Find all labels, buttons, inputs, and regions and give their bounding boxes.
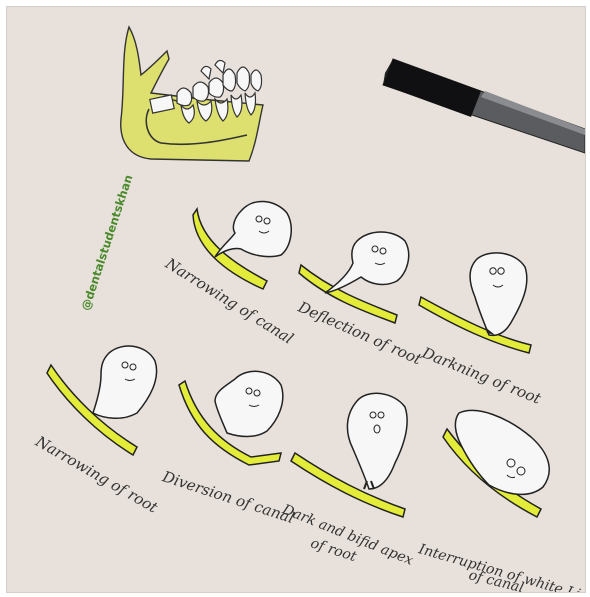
tooth-bifid-apex bbox=[291, 393, 407, 517]
jaw-illustration bbox=[121, 27, 263, 161]
drawing-canvas: @dentalstudentskhan Narrowing of canal D… bbox=[6, 6, 586, 593]
tooth-narrowing-of-root bbox=[47, 346, 157, 455]
tooth-interruption-of-white-line bbox=[443, 410, 549, 517]
tooth-darkning-of-root bbox=[419, 253, 531, 353]
tooth-diversion-of-canal bbox=[179, 371, 283, 465]
pen-illustration bbox=[383, 59, 585, 153]
